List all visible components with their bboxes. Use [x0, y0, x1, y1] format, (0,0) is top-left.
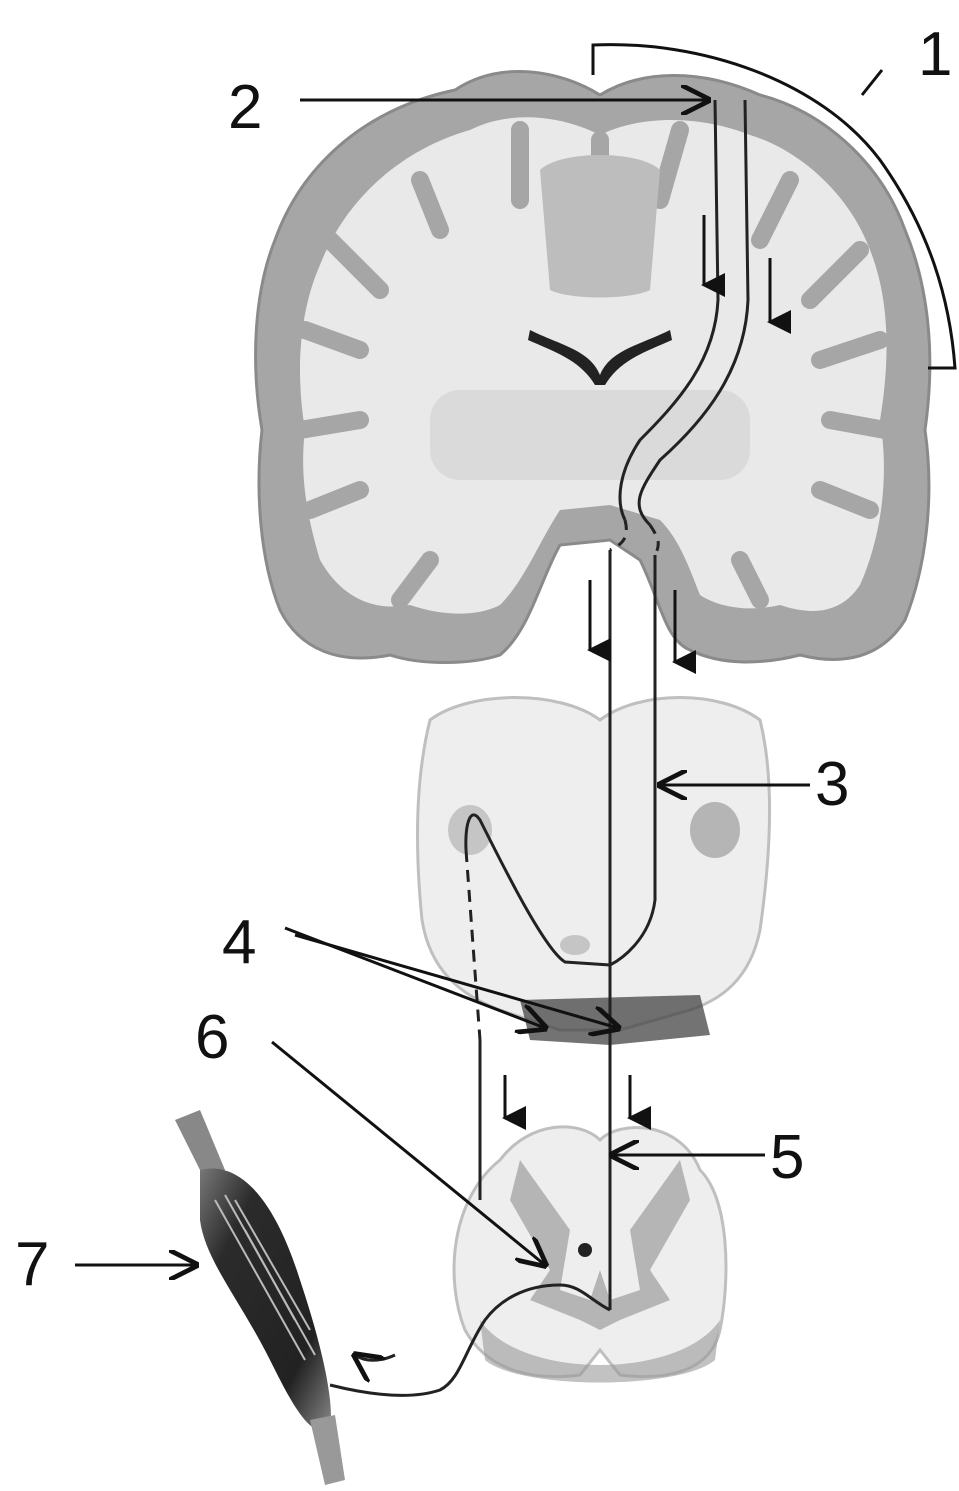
- basal-ganglia: [430, 390, 750, 480]
- skeletal-muscle: [175, 1110, 345, 1485]
- label-6: 6: [195, 1003, 229, 1072]
- label-4: 4: [222, 908, 256, 977]
- lower-motor-neuron-return: [355, 1355, 395, 1360]
- label-2: 2: [228, 73, 262, 142]
- label-5: 5: [770, 1123, 804, 1192]
- central-canal: [578, 1243, 592, 1257]
- olive-nucleus: [690, 802, 740, 858]
- spinal-cord-section: [454, 1127, 726, 1383]
- muscle-tendon-bottom: [310, 1415, 345, 1485]
- label-3: 3: [815, 750, 849, 819]
- label-1: 1: [918, 20, 952, 89]
- label-7: 7: [15, 1230, 49, 1299]
- bracket-1-tick: [862, 70, 882, 95]
- central-gray-nuclei: [540, 155, 660, 298]
- medulla-body: [417, 698, 769, 1031]
- medullary-nucleus-bottom: [560, 935, 590, 955]
- brain-coronal-section: [256, 71, 930, 662]
- medulla-section: [417, 698, 769, 1046]
- pyramid-decussation-shadow: [520, 995, 710, 1045]
